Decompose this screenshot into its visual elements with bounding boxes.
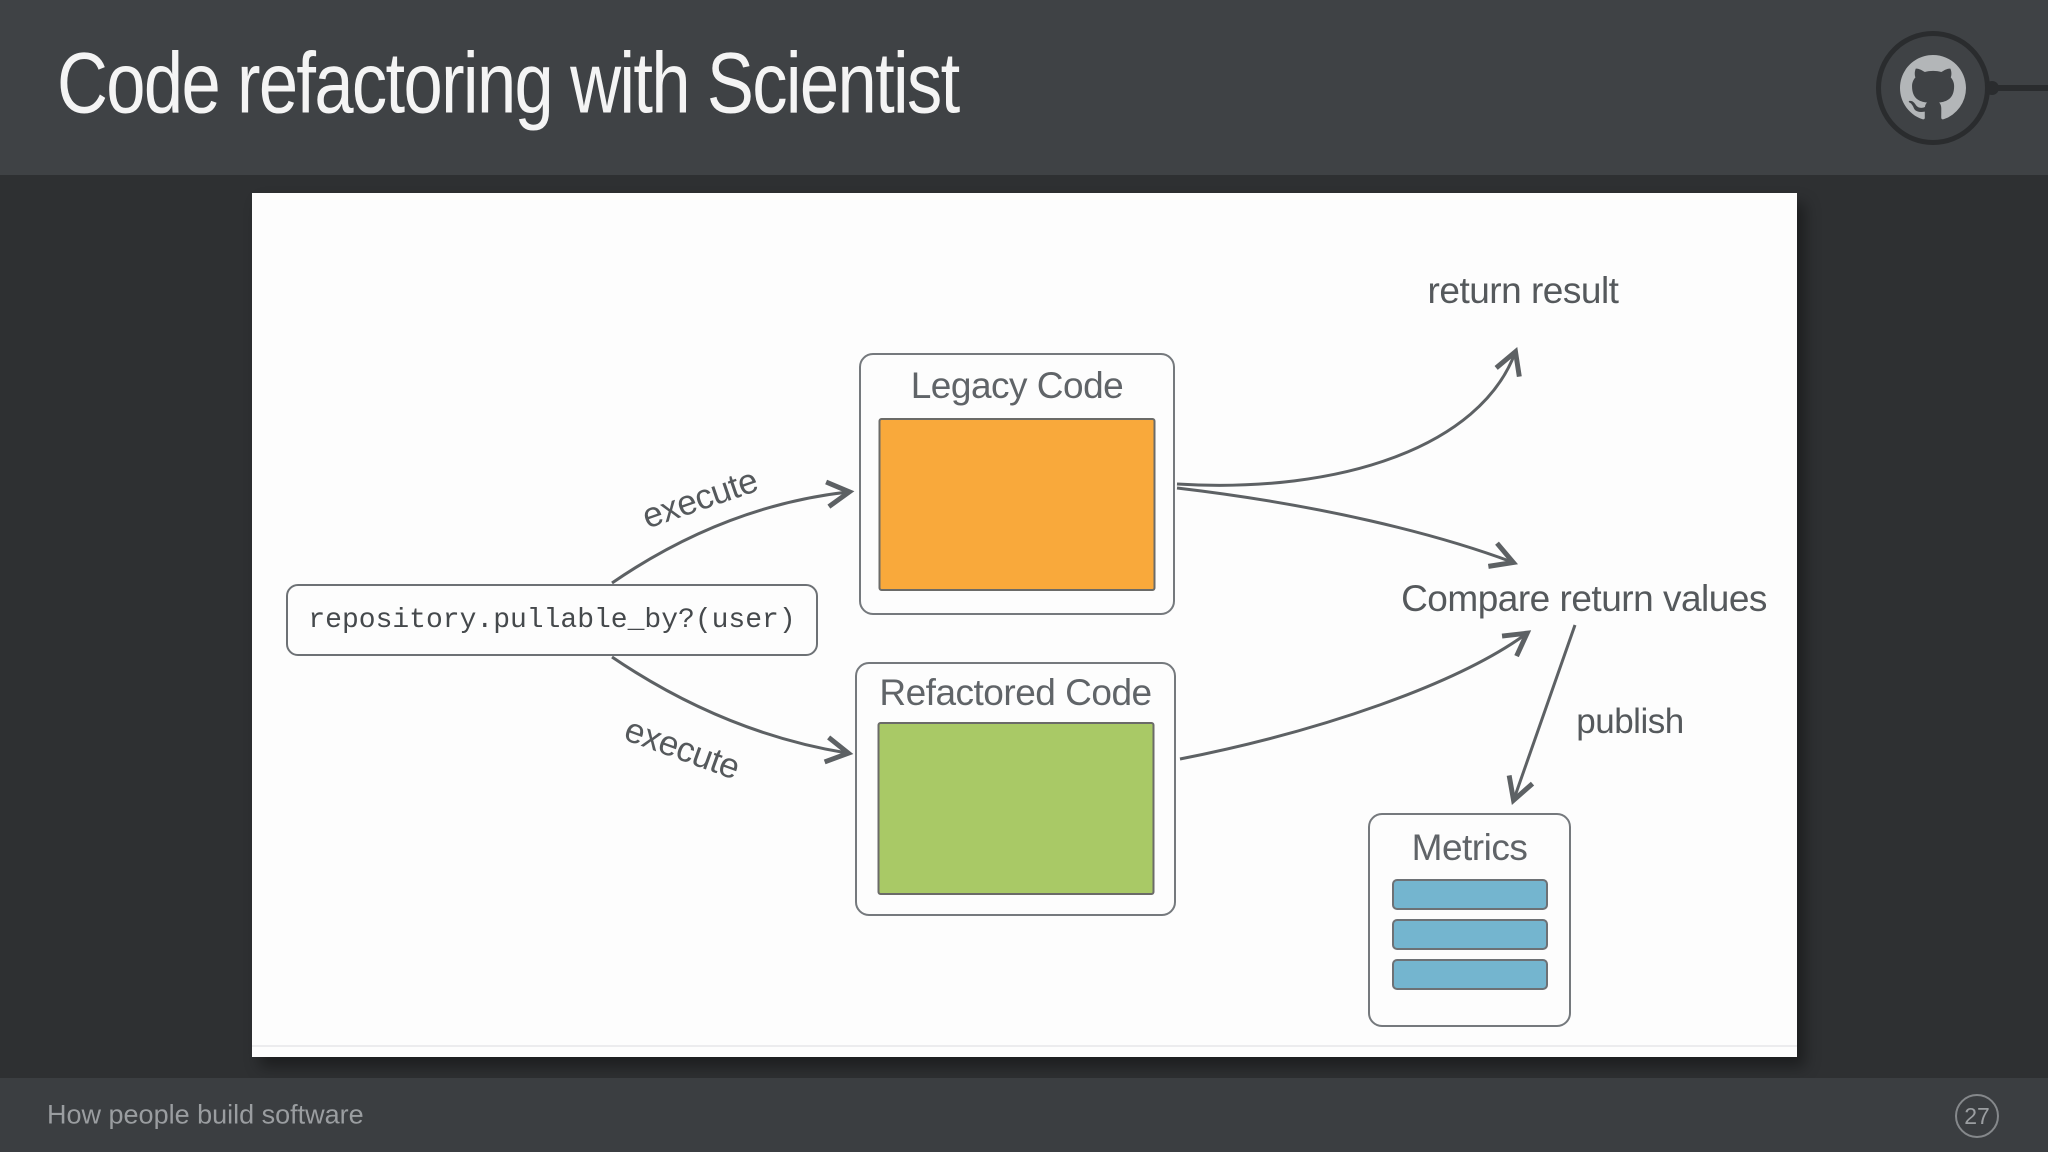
slide-canvas: repository.pullable_by?(user) Legacy Cod… — [252, 193, 1797, 1057]
refactored-code-block — [877, 722, 1154, 895]
label-publish: publish — [1576, 702, 1684, 741]
metrics-node: Metrics — [1368, 813, 1571, 1027]
badge-connector-line — [1994, 85, 2048, 91]
octocat-glyph — [1900, 55, 1966, 120]
arrow-publish-to-metrics — [1506, 624, 1577, 806]
footer-bar: How people build software 27 — [0, 1078, 2048, 1152]
label-return-result: return result — [1427, 270, 1619, 311]
footer-caption: How people build software — [47, 1099, 364, 1130]
label-compare-return-values: Compare return values — [1401, 578, 1767, 619]
metric-bar — [1391, 879, 1548, 910]
page-title: Code refactoring with Scientist — [57, 34, 1157, 133]
page-number: 27 — [1964, 1102, 1990, 1129]
experiment-call-box: repository.pullable_by?(user) — [286, 584, 818, 656]
metric-bar — [1391, 959, 1548, 990]
legacy-code-node: Legacy Code — [859, 353, 1175, 615]
legacy-code-block — [878, 418, 1156, 591]
arrow-refactored-to-compare — [1179, 630, 1532, 761]
slide-bottom-divider — [252, 1045, 1797, 1047]
page-title-text: Code refactoring with Scientist — [57, 35, 960, 132]
label-execute-top: execute — [637, 460, 763, 537]
arrow-legacy-to-return-result — [1176, 346, 1522, 487]
header-bar: Code refactoring with Scientist — [0, 0, 2048, 175]
legacy-code-title: Legacy Code — [910, 365, 1124, 406]
label-execute-bottom: execute — [619, 709, 745, 788]
badge-connector-dot — [1985, 81, 1999, 95]
experiment-call-code: repository.pullable_by?(user) — [308, 604, 796, 636]
page-number-badge: 27 — [1955, 1094, 1999, 1138]
metrics-title: Metrics — [1411, 827, 1528, 868]
github-octocat-icon — [1876, 31, 1990, 145]
arrow-legacy-to-compare — [1176, 486, 1519, 569]
refactored-code-node: Refactored Code — [855, 662, 1176, 916]
refactored-code-title: Refactored Code — [879, 672, 1152, 713]
metric-bar — [1391, 919, 1548, 950]
